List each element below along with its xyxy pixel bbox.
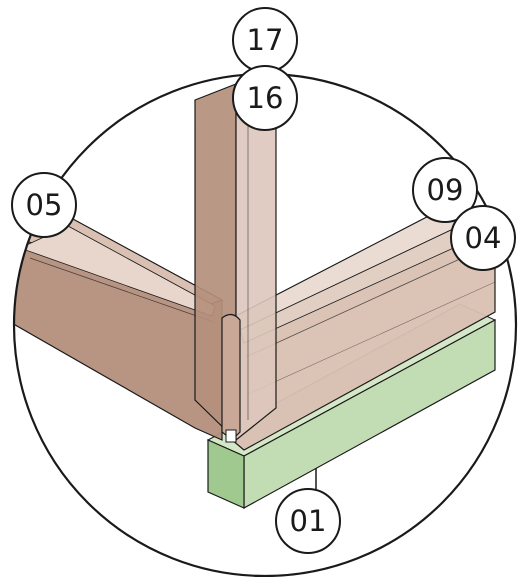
right-board-groove-line <box>245 246 487 358</box>
callout-05-label: 05 <box>26 188 63 222</box>
callout-04: 04 <box>450 205 516 271</box>
callout-17-label: 17 <box>247 23 284 57</box>
callout-16-label: 16 <box>247 81 284 115</box>
corner-joint-profile <box>221 313 241 441</box>
left-board-groove-line <box>29 257 215 323</box>
callout-09: 09 <box>412 157 478 223</box>
callout-01-label: 01 <box>290 504 327 538</box>
right-board-lower-line <box>245 281 496 396</box>
corner-notch <box>225 429 237 443</box>
callout-01: 01 <box>275 488 341 554</box>
callout-09-label: 09 <box>427 173 464 207</box>
base-beam-side <box>207 439 245 509</box>
callout-04-label: 04 <box>465 221 502 255</box>
callout-17: 17 <box>232 7 298 73</box>
callout-05: 05 <box>11 172 77 238</box>
callout-16: 16 <box>232 65 298 131</box>
clipped-components <box>14 83 497 510</box>
corner-post-light-face <box>235 83 277 442</box>
